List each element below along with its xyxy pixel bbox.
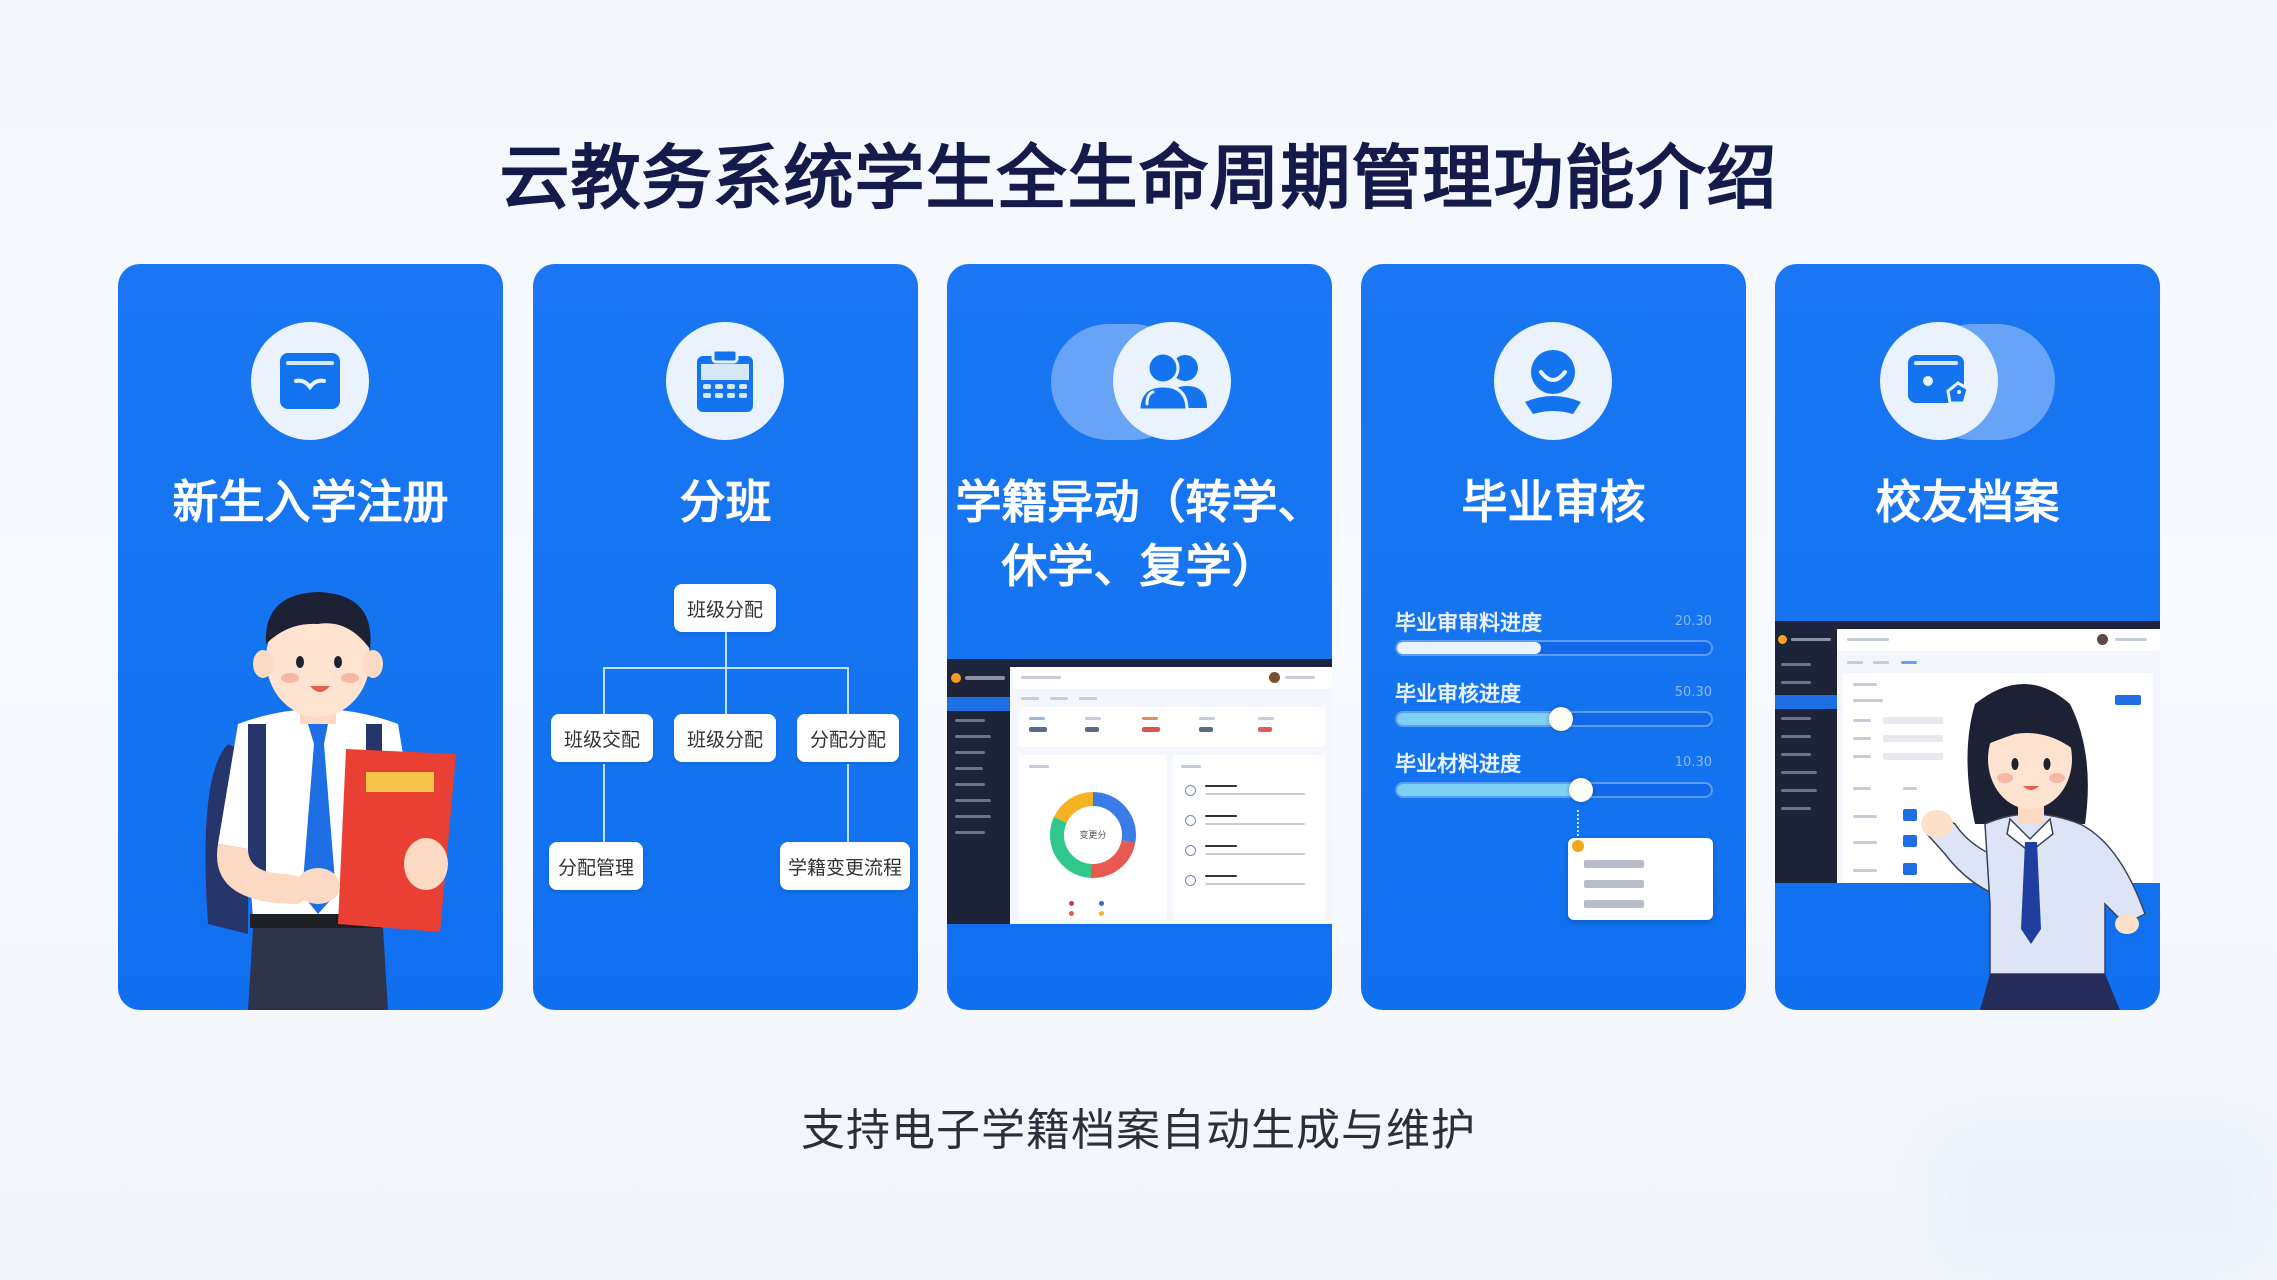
slider-knob[interactable] xyxy=(1569,778,1593,802)
tree-connector xyxy=(603,667,847,669)
card-title: 毕业审核 xyxy=(1461,475,1646,529)
student-illustration xyxy=(205,592,456,1010)
tree-connector xyxy=(603,667,605,717)
tree-connector xyxy=(725,630,727,734)
calculator-calendar-icon xyxy=(666,322,784,440)
progress-label: 毕业审核进度 xyxy=(1395,682,1521,706)
page-title: 云教务系统学生全生命周期管理功能介绍 xyxy=(499,137,1778,219)
progress-value: 10.30 xyxy=(1674,755,1712,770)
card-title: 校友档案 xyxy=(1875,475,2060,529)
progress-label: 毕业审审料进度 xyxy=(1395,611,1542,635)
progress-value: 20.30 xyxy=(1674,614,1712,629)
card-status-change[interactable]: 学籍异动（转学、 休学、复学） xyxy=(947,264,1332,1010)
tooltip-connector xyxy=(1577,810,1579,848)
donut-chart xyxy=(1050,792,1136,878)
tree-connector xyxy=(847,667,849,717)
id-card-tag-icon xyxy=(1880,322,1998,440)
admin-dashboard-mockup: 变更分 xyxy=(947,659,1332,924)
card-enrollment[interactable]: 新生入学注册 xyxy=(118,264,503,1010)
card-title: 分班 xyxy=(679,475,772,529)
card-alumni-records[interactable]: 校友档案 xyxy=(1775,264,2160,1010)
page-subtitle: 支持电子学籍档案自动生成与维护 xyxy=(801,1105,1476,1156)
card-title: 新生入学注册 xyxy=(172,475,449,529)
progress-slider[interactable] xyxy=(1395,778,1713,802)
tree-connector xyxy=(847,764,849,844)
progress-value: 50.30 xyxy=(1674,685,1712,700)
tree-connector xyxy=(603,764,605,844)
slider-knob[interactable] xyxy=(1549,707,1573,731)
card-title-line1: 学籍异动（转学、 xyxy=(955,475,1324,529)
donut-chart-panel: 变更分 xyxy=(1019,755,1167,920)
progress-slider[interactable] xyxy=(1395,707,1713,731)
tree-node[interactable]: 班级交配 xyxy=(551,714,653,762)
card-graduation-review[interactable]: 毕业审核 毕业审审料进度 20.30 毕业审核进度 50.30 毕业材料进度 1… xyxy=(1361,264,1746,1010)
tree-node[interactable]: 班级分配 xyxy=(674,714,776,762)
donut-center-label: 变更分 xyxy=(1079,831,1107,841)
progress-bar[interactable] xyxy=(1395,640,1713,656)
user-profile-icon xyxy=(1494,322,1612,440)
progress-label: 毕业材料进度 xyxy=(1395,752,1521,776)
tooltip-card xyxy=(1568,838,1713,920)
tree-node[interactable]: 分配管理 xyxy=(549,842,643,890)
tree-node[interactable]: 分配分配 xyxy=(797,714,899,762)
activity-list-panel xyxy=(1173,755,1325,920)
card-class-assignment[interactable]: 分班 班级分配 班级交配 班级分配 分配分配 分配管理 学籍变更流程 xyxy=(533,264,918,1010)
inbox-tray-icon xyxy=(251,322,369,440)
teacher-illustration xyxy=(1921,684,2146,1010)
tree-node[interactable]: 学籍变更流程 xyxy=(780,842,910,890)
tree-node-root[interactable]: 班级分配 xyxy=(674,584,776,632)
users-group-icon xyxy=(1113,322,1231,440)
card-title-line2: 休学、复学） xyxy=(1001,539,1278,593)
background-blob xyxy=(1940,1130,2260,1260)
